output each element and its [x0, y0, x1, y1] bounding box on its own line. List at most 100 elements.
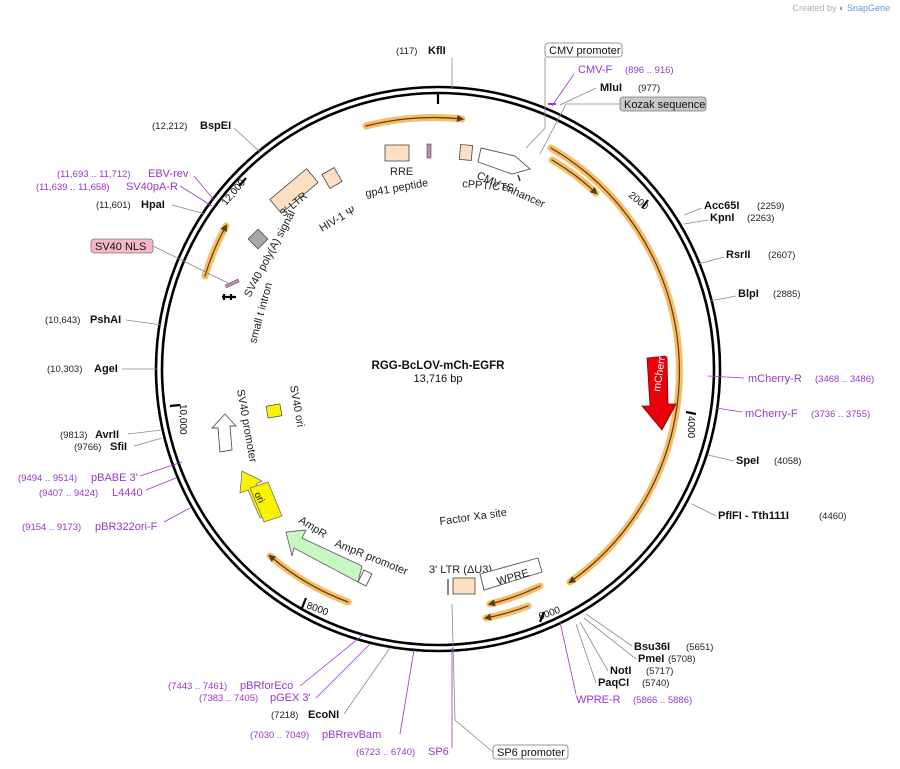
ori-feature: ori	[239, 470, 283, 523]
sv40-ori-feature: SV40 ori SV40 promoter	[210, 384, 306, 464]
small-t-intron-glyph	[222, 294, 236, 300]
svg-text:BlpI: BlpI	[738, 288, 759, 300]
svg-text:(12,212): (12,212)	[152, 121, 187, 132]
svg-text:(117): (117)	[396, 46, 417, 57]
svg-text:(5740): (5740)	[642, 678, 669, 689]
site-paqci[interactable]: PaqCI (5740)	[575, 623, 669, 689]
primer-ebv-rev[interactable]: (11,693 .. 11,712) EBV-rev	[57, 168, 215, 201]
svg-text:PaqCI: PaqCI	[598, 677, 629, 689]
svg-text:(5717): (5717)	[646, 666, 673, 677]
site-kpni[interactable]: KpnI (2263)	[683, 212, 774, 225]
svg-text:(7030 .. 7049): (7030 .. 7049)	[250, 730, 309, 741]
sp6-promoter-box: SP6 promoter	[451, 603, 569, 760]
tick-label-10000: 10,000	[177, 404, 188, 435]
site-spei[interactable]: SpeI (4058)	[707, 454, 801, 467]
cppt-box	[458, 144, 474, 161]
svg-text:(2885): (2885)	[773, 289, 800, 300]
site-hpai[interactable]: (11,601) HpaI	[96, 199, 206, 215]
primer-cmv-f[interactable]: CMV-F (896 .. 916)	[548, 64, 674, 107]
svg-text:mCherry-F: mCherry-F	[745, 408, 798, 420]
svg-text:(3468 .. 3486): (3468 .. 3486)	[815, 374, 874, 385]
sv40-polya-box	[247, 228, 269, 250]
cmv-enhancer-feature: CMV enhancer cPPT/CTS	[458, 144, 547, 211]
svg-text:pBRforEco: pBRforEco	[240, 680, 293, 692]
orf-arc-bottom-1	[486, 582, 544, 608]
site-bsu36i[interactable]: Bsu36I (5651)	[585, 613, 713, 653]
credit-brand: SnapGene	[846, 3, 890, 13]
site-econi[interactable]: (7218) EcoNI	[271, 647, 391, 721]
primer-mcherry-r[interactable]: mCherry-R (3468 .. 3486)	[707, 373, 874, 385]
svg-text:pBABE 3': pBABE 3'	[91, 472, 138, 484]
gp41-box	[426, 143, 432, 159]
svg-text:Acc65I: Acc65I	[704, 200, 739, 212]
site-pmei[interactable]: PmeI (5708)	[583, 617, 695, 665]
svg-text:L4440: L4440	[112, 487, 143, 499]
primer-l4440[interactable]: (9407 .. 9424) L4440	[39, 477, 177, 499]
svg-text:(977): (977)	[638, 83, 660, 94]
gp41-label: gp41 peptide	[364, 177, 429, 200]
svg-text:(896 .. 916): (896 .. 916)	[625, 65, 674, 76]
svg-text:(5708): (5708)	[668, 654, 695, 665]
svg-text:(2607): (2607)	[768, 250, 795, 261]
svg-text:RsrII: RsrII	[726, 249, 750, 261]
sv40-ori-label: SV40 ori	[287, 384, 306, 428]
sv40-nls-mark	[224, 278, 240, 289]
svg-text:NotI: NotI	[610, 665, 631, 677]
orf-arcs	[201, 114, 683, 622]
site-noti[interactable]: NotI (5717)	[579, 621, 673, 677]
site-agei[interactable]: (10,303) AgeI	[47, 363, 158, 375]
sv40-promoter-label: SV40 promoter	[234, 388, 259, 463]
svg-text:(7218): (7218)	[271, 710, 298, 721]
site-mlui[interactable]: MluI (977)	[559, 82, 660, 106]
svg-text:SfiI: SfiI	[110, 441, 127, 453]
primer-pbr322ori-f[interactable]: (9154 .. 9173) pBR322ori-F	[22, 507, 191, 533]
site-pshai[interactable]: (10,643) PshAI	[45, 314, 163, 326]
site-rsrii[interactable]: RsrII (2607)	[697, 249, 795, 265]
svg-text:pBR322ori-F: pBR322ori-F	[95, 521, 158, 533]
primer-pgex3[interactable]: (7383 .. 7405) pGEX 3'	[199, 643, 371, 704]
svg-text:(11,601): (11,601)	[96, 200, 131, 211]
svg-text:(2263): (2263)	[747, 213, 774, 224]
svg-text:HpaI: HpaI	[141, 199, 165, 211]
ampr-promoter-arrow	[357, 569, 373, 587]
site-pflfi[interactable]: PflFI - Tth111I (4460)	[691, 503, 846, 522]
svg-text:(5651): (5651)	[686, 642, 713, 653]
svg-text:Kozak sequence: Kozak sequence	[624, 99, 705, 111]
primer-mcherry-f[interactable]: mCherry-F (3736 .. 3755)	[715, 407, 870, 420]
sv40-promoter-arrow	[210, 413, 238, 453]
primer-sp6[interactable]: (6723 .. 6740) SP6	[356, 648, 453, 758]
ori-body	[249, 481, 283, 523]
primer-wpre-r[interactable]: WPRE-R (5866 .. 5886)	[559, 621, 692, 706]
sv40-ori-box	[265, 403, 283, 419]
site-acc65i[interactable]: Acc65I (2259)	[683, 200, 784, 216]
primer-pbrrevbam[interactable]: (7030 .. 7049) pBRrevBam	[250, 649, 415, 741]
svg-text:SP6 promoter: SP6 promoter	[497, 747, 565, 759]
rre-box	[384, 144, 410, 162]
svg-text:pGEX 3': pGEX 3'	[270, 692, 311, 704]
ampr-feature: AmpR AmpR promoter	[285, 514, 410, 587]
tick-label-2000: 2000	[626, 190, 650, 213]
svg-text:(6723 .. 6740): (6723 .. 6740)	[356, 747, 415, 758]
mcherry-feature: mCherry	[641, 350, 677, 431]
site-bspei[interactable]: (12,212) BspEI	[152, 120, 261, 153]
svg-text:(7383 .. 7405): (7383 .. 7405)	[199, 693, 258, 704]
site-avrii[interactable]: (9813) AvrII	[60, 429, 163, 441]
svg-text:AgeI: AgeI	[94, 363, 118, 375]
primer-pbabe3[interactable]: (9494 .. 9514) pBABE 3'	[18, 461, 183, 484]
primer-sv40pa-r[interactable]: (11,639 .. 11,658) SV40pA-R	[36, 181, 213, 207]
plasmid-name: RGG-BcLOV-mCh-EGFR	[372, 360, 506, 372]
site-blpi[interactable]: BlpI (2885)	[709, 288, 800, 302]
wpre-arrow	[479, 557, 543, 591]
svg-text:SP6: SP6	[428, 746, 449, 758]
kozak-box: Kozak sequence	[539, 96, 707, 155]
tick-label-4000: 4000	[685, 416, 696, 439]
svg-text:(2259): (2259)	[757, 201, 784, 212]
mcherry-label: mCherry	[651, 350, 669, 392]
site-sfii[interactable]: (9766) SfiI	[74, 437, 163, 453]
backbone-ticks	[169, 94, 697, 623]
backbone-inner	[160, 91, 716, 647]
svg-text:CMV-F: CMV-F	[578, 64, 613, 76]
sv40-nls-box: SV40 NLS	[90, 238, 229, 284]
site-kfli[interactable]: (117) KflI	[396, 45, 453, 88]
primer-pbrforeco[interactable]: (7443 .. 7461) pBRforEco	[168, 633, 365, 692]
